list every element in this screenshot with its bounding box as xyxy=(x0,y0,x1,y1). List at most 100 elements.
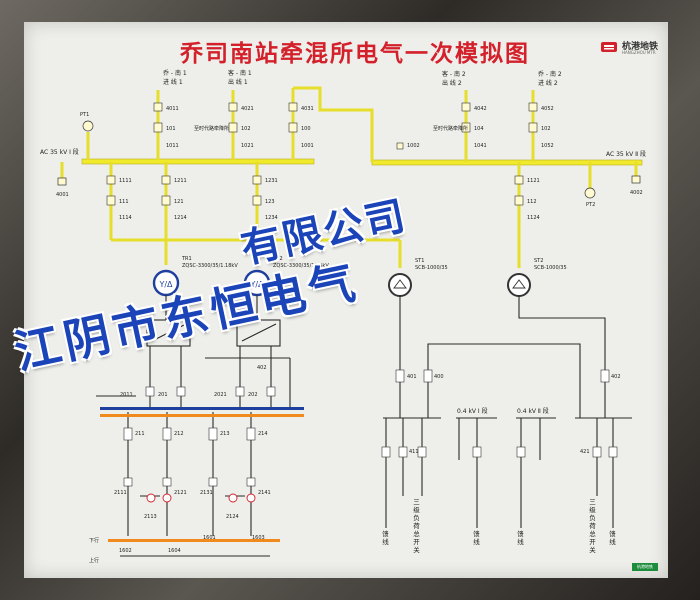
note-out1: 至时代路牵降所 xyxy=(194,126,230,132)
lv-breakers xyxy=(381,369,618,458)
feeder-out1-line2: 出 线 1 xyxy=(228,79,248,86)
motor-2113: 2113 xyxy=(144,514,157,520)
sw-4042: 4042 xyxy=(474,106,487,112)
brk-104: 104 xyxy=(474,126,484,132)
feeder-out1-line1: 客 - 南 1 xyxy=(228,70,252,77)
st2-model: SCB-1000/35 xyxy=(534,265,567,271)
catenary-line xyxy=(108,539,280,542)
lv-feeder-421: 421 xyxy=(580,449,590,455)
feeder-211: 211 xyxy=(135,431,145,437)
motor-2141: 2141 xyxy=(258,490,271,496)
lv-feeder-word-2: 馈 线 xyxy=(473,530,480,546)
sw-1041: 1041 xyxy=(474,143,487,149)
pt2-sw: 4002 xyxy=(630,190,643,196)
sw-1214: 1214 xyxy=(174,215,187,221)
pt1-label: PT1 xyxy=(80,112,90,118)
label-neg: 下行 xyxy=(89,538,100,544)
st1-name: ST1 xyxy=(415,258,425,264)
brk-101: 101 xyxy=(166,126,176,132)
logo-name: 杭港地铁 xyxy=(622,42,659,52)
dc-bus-positive xyxy=(100,414,304,417)
diagram-title: 乔司南站牵混所电气一次模拟图 xyxy=(180,40,530,67)
lv-load-left: 三级负荷总开关 xyxy=(413,498,420,554)
pt1-sw: 4001 xyxy=(56,192,69,198)
lv-load-right: 三级负荷总开关 xyxy=(589,498,596,554)
st2-name: ST2 xyxy=(534,258,544,264)
metro-logo-icon xyxy=(601,42,617,52)
aux-transformers xyxy=(388,273,531,297)
rect-sw-202: 202 xyxy=(248,392,258,398)
lv-sw-402: 402 xyxy=(611,374,621,380)
sw-4052: 4052 xyxy=(541,106,554,112)
sw-1211: 1211 xyxy=(174,178,187,184)
neg-sw-2021: 2021 xyxy=(214,392,227,398)
note-out2: 至时代路牵降所 xyxy=(433,126,469,132)
motor-operators xyxy=(146,493,256,503)
motor-2121: 2121 xyxy=(174,490,187,496)
tr1-name: TR1 xyxy=(182,256,192,262)
motor-2111: 2111 xyxy=(114,490,127,496)
bus-35kv-1-label: AC 35 kV Ⅰ 段 xyxy=(40,149,79,156)
dc-bus-negative xyxy=(100,407,304,410)
lv-feeder-word-1: 馈 线 xyxy=(382,530,389,546)
sw-1011: 1011 xyxy=(166,143,179,149)
feeder-out2-line1: 客 - 南 2 xyxy=(442,71,466,78)
bus-35kv-2-label: AC 35 kV Ⅱ 段 xyxy=(606,151,646,158)
brk-111: 111 xyxy=(119,199,129,205)
lv-lines xyxy=(383,296,632,528)
lv-feeder-411: 411 xyxy=(409,449,419,455)
end-1603: 1603 xyxy=(252,535,265,541)
feeder-in1-line2: 进 线 1 xyxy=(163,79,183,86)
sw-4021: 4021 xyxy=(241,106,254,112)
lv-feeder-word-4: 馈 线 xyxy=(609,530,616,546)
tr2-name: TR2 xyxy=(273,256,283,262)
svg-text:Y/Δ: Y/Δ xyxy=(249,280,264,289)
feeder-214: 214 xyxy=(258,431,268,437)
bus-35kv-2 xyxy=(371,159,643,166)
feeder-in2-line1: 乔 - 南 2 xyxy=(538,71,562,78)
tr1-model: ZQSC-3300/35/1.18kV xyxy=(182,263,238,269)
feeder-out2-line2: 出 线 2 xyxy=(442,80,462,87)
end-1602: 1602 xyxy=(119,548,132,554)
sw-1231: 1231 xyxy=(265,178,278,184)
dc-switches xyxy=(123,386,276,487)
label-pos: 上行 xyxy=(89,558,100,564)
sw-1001: 1001 xyxy=(301,143,314,149)
pt2-label: PT2 xyxy=(586,202,596,208)
motor-2131: 2131 xyxy=(200,490,213,496)
sw-4031: 4031 xyxy=(301,106,314,112)
feeder-213: 213 xyxy=(220,431,230,437)
end-1604: 1604 xyxy=(168,548,181,554)
sw-4011: 4011 xyxy=(166,106,179,112)
lv-bus1-label: 0.4 kV Ⅰ 段 xyxy=(457,408,488,415)
lv-bus2-label: 0.4 kV Ⅱ 段 xyxy=(517,408,549,415)
brk-102: 102 xyxy=(241,126,251,132)
brk-123: 123 xyxy=(265,199,275,205)
logo-english: HANGZHOU MTR xyxy=(622,50,656,55)
tr2-model: ZQSC-3300/35/1.18kV xyxy=(273,263,329,269)
sw-1111: 1111 xyxy=(119,178,132,184)
feeder-in2-line2: 进 线 2 xyxy=(538,80,558,87)
motor-2124: 2124 xyxy=(226,514,239,520)
rect-sw-201: 201 xyxy=(158,392,168,398)
lv-sw-400: 400 xyxy=(434,374,444,380)
traction-transformers: Y/Δ Y/Δ xyxy=(152,269,271,297)
brk-102b: 102 xyxy=(541,126,551,132)
sw-1052: 1052 xyxy=(541,143,554,149)
brk-121: 121 xyxy=(174,199,184,205)
bus-35kv-1 xyxy=(81,158,315,165)
end-1601: 1601 xyxy=(203,535,216,541)
lv-sw-401: 401 xyxy=(407,374,417,380)
svg-text:Y/Δ: Y/Δ xyxy=(158,280,173,289)
sw-1124: 1124 xyxy=(527,215,540,221)
sw-1114: 1114 xyxy=(119,215,132,221)
sw-1234: 1234 xyxy=(265,215,278,221)
neg-sw-2011: 2011 xyxy=(120,392,133,398)
sw-1021: 1021 xyxy=(241,143,254,149)
breakers-35kv xyxy=(106,102,538,206)
st1-model: SCB-1000/35 xyxy=(415,265,448,271)
nameplate: 杭港地铁 xyxy=(632,563,658,571)
rect-note: 402 xyxy=(257,365,267,371)
lv-feeder-word-3: 馈 线 xyxy=(517,530,524,546)
